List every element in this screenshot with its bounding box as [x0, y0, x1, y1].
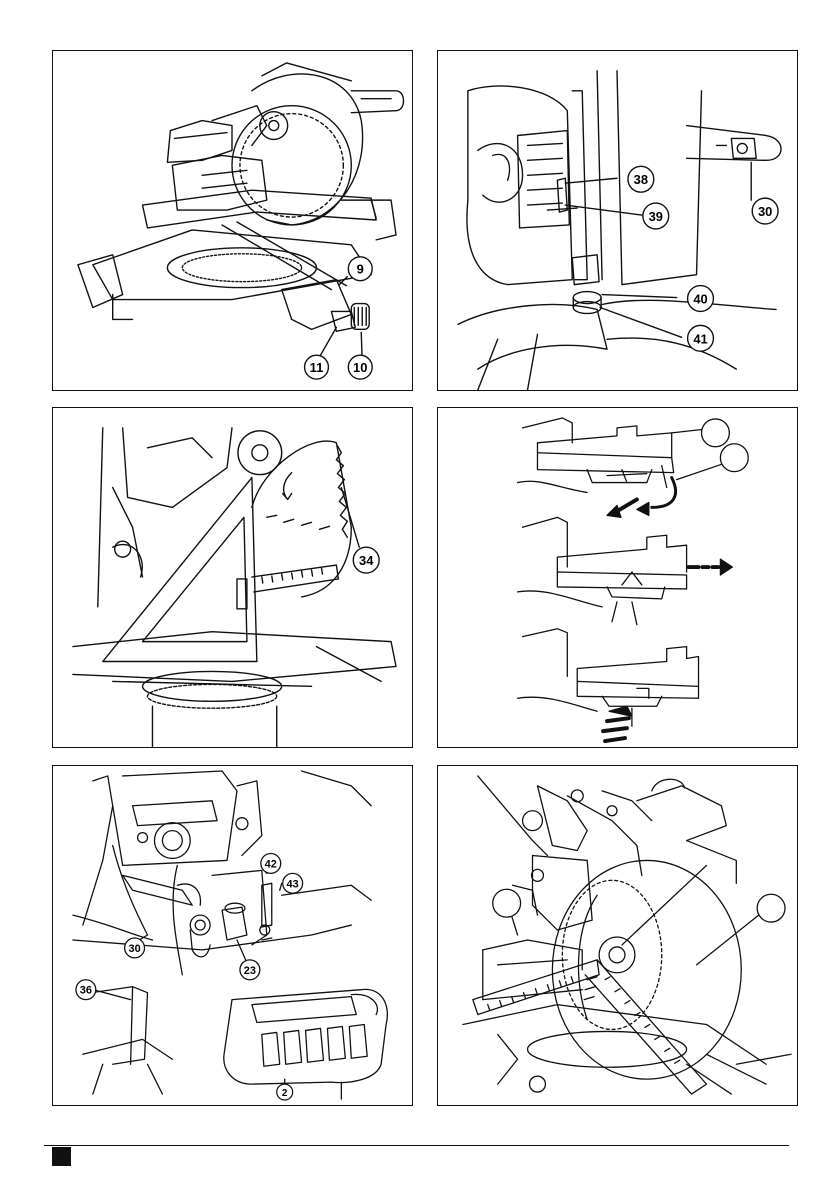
callout-42: 42: [265, 858, 277, 870]
callout-40: 40: [693, 292, 707, 307]
page-marker-block: [52, 1147, 71, 1166]
figure-4-callouts: [702, 419, 749, 472]
bevel-adjustment-and-light-illustration: 42 43 30 23 36 2: [53, 766, 412, 1105]
figure-5-callouts: 42 43 30 23 36 2: [76, 853, 303, 1100]
fence-square-check-illustration: [438, 766, 797, 1105]
callout-2: 2: [282, 1088, 288, 1099]
figure-1-panel: 9 11 10: [52, 50, 413, 391]
callout-11: 11: [310, 360, 324, 375]
blade-square-check-illustration: 34: [53, 408, 412, 747]
callout-10: 10: [353, 360, 367, 375]
bevel-lock-illustration: 38 39 30 40 41: [438, 51, 797, 390]
figure-3-panel: 34: [52, 407, 413, 748]
figure-3-callouts: 34: [353, 547, 379, 573]
miter-saw-overview-illustration: 9 11 10: [53, 51, 412, 390]
fence-adjustment-sequence-illustration: [438, 408, 797, 747]
callout-41: 41: [693, 331, 707, 346]
callout-30: 30: [758, 204, 772, 219]
callout-23: 23: [244, 965, 256, 977]
footer-rule: [44, 1145, 789, 1146]
figure-4-panel: [437, 407, 798, 748]
callout-30: 30: [128, 943, 140, 955]
figure-6-panel: [437, 765, 798, 1106]
callout-9: 9: [357, 262, 364, 277]
figure-6-callouts: [493, 889, 785, 922]
callout-43: 43: [287, 878, 299, 890]
figure-2-panel: 38 39 30 40 41: [437, 50, 798, 391]
callout-38: 38: [634, 172, 648, 187]
figure-2-callouts: 38 39 30 40 41: [628, 166, 778, 351]
callout-36: 36: [80, 985, 92, 997]
callout-34: 34: [359, 553, 374, 568]
figure-5-panel: 42 43 30 23 36 2: [52, 765, 413, 1106]
callout-39: 39: [649, 209, 663, 224]
